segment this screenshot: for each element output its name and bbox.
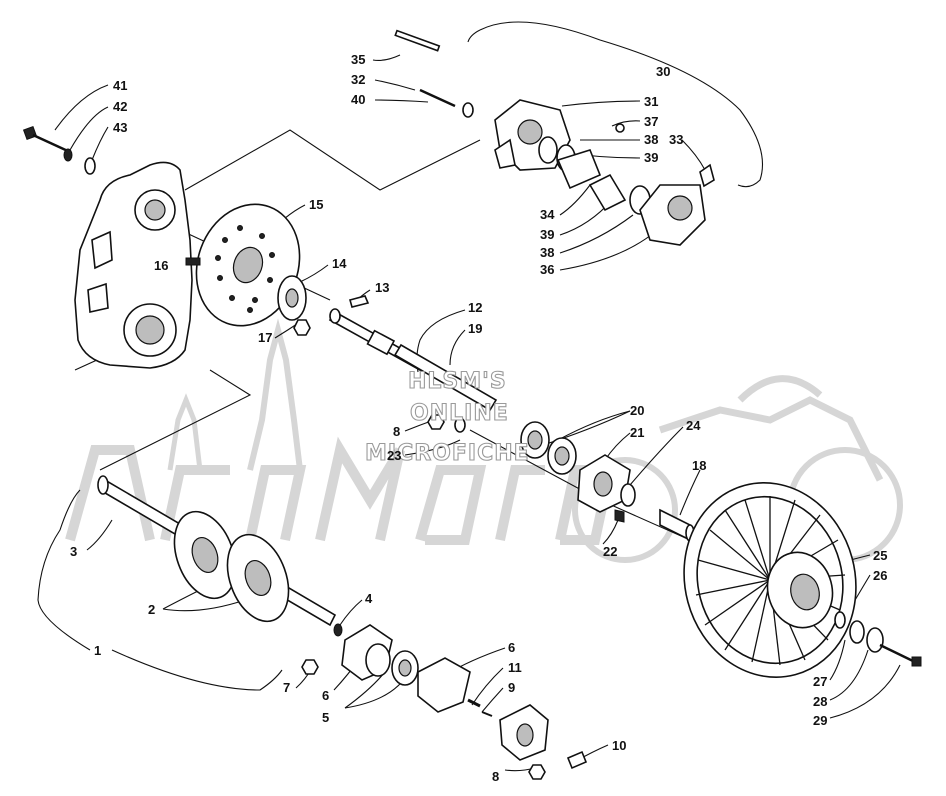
callout-15: 15 bbox=[309, 197, 323, 212]
callout-8b: 8 bbox=[492, 769, 499, 784]
callout-35: 35 bbox=[351, 52, 365, 67]
callout-17: 17 bbox=[258, 330, 272, 345]
callout-38a: 38 bbox=[644, 132, 658, 147]
callout-12: 12 bbox=[468, 300, 482, 315]
callout-6a: 6 bbox=[508, 640, 515, 655]
callout-16: 16 bbox=[154, 258, 168, 273]
pin-9 bbox=[481, 711, 493, 717]
key-13 bbox=[349, 295, 370, 308]
callout-28: 28 bbox=[813, 694, 827, 709]
nut-8a bbox=[427, 414, 445, 430]
nut-7 bbox=[301, 659, 319, 675]
callout-19: 19 bbox=[468, 321, 482, 336]
sprocket-2b bbox=[226, 533, 290, 623]
callout-5: 5 bbox=[322, 710, 329, 725]
watermark-text: HLSM'S ONLINE MICROFICHE bbox=[364, 368, 530, 466]
callout-30: 30 bbox=[656, 64, 670, 79]
nut-17 bbox=[293, 319, 311, 336]
callout-22: 22 bbox=[603, 544, 617, 559]
callout-23: 23 bbox=[387, 448, 401, 463]
driven-pulley bbox=[683, 482, 857, 678]
callout-21: 21 bbox=[630, 425, 644, 440]
washer-28 bbox=[866, 627, 884, 653]
callout-3: 3 bbox=[70, 544, 77, 559]
callout-27: 27 bbox=[813, 674, 827, 689]
callout-33: 33 bbox=[669, 132, 683, 147]
callout-13: 13 bbox=[375, 280, 389, 295]
callout-11: 11 bbox=[508, 660, 522, 675]
watermark-line-3: MICROFICHE bbox=[365, 441, 530, 466]
callout-6b: 6 bbox=[322, 688, 329, 703]
callout-34: 34 bbox=[540, 207, 555, 222]
callout-14: 14 bbox=[332, 256, 347, 271]
hub-14 bbox=[277, 275, 307, 321]
washer-43 bbox=[84, 157, 96, 175]
callout-18: 18 bbox=[692, 458, 706, 473]
bolt-16 bbox=[185, 257, 201, 266]
bearing-5a bbox=[365, 643, 391, 677]
washer-24 bbox=[620, 483, 636, 507]
callout-10: 10 bbox=[612, 738, 626, 753]
callout-25: 25 bbox=[873, 548, 887, 563]
callout-42: 42 bbox=[113, 99, 127, 114]
callout-20: 20 bbox=[630, 403, 644, 418]
callout-36: 36 bbox=[540, 262, 554, 277]
fitting-10 bbox=[566, 750, 588, 770]
callout-1: 1 bbox=[94, 643, 101, 658]
callout-29: 29 bbox=[813, 713, 827, 728]
callouts: 35 32 40 30 41 42 43 31 37 38 39 33 34 3… bbox=[70, 52, 887, 784]
callout-40: 40 bbox=[351, 92, 365, 107]
callout-32: 32 bbox=[351, 72, 365, 87]
pin-11 bbox=[467, 698, 481, 708]
chaincase-housing bbox=[74, 161, 193, 369]
callout-39a: 39 bbox=[644, 150, 658, 165]
nut-8b bbox=[528, 764, 546, 780]
callout-7: 7 bbox=[283, 680, 290, 695]
bearing-20 bbox=[520, 421, 577, 475]
bolt-41 bbox=[22, 125, 71, 154]
brake-caliper bbox=[394, 29, 715, 246]
callout-4: 4 bbox=[365, 591, 373, 606]
callout-43: 43 bbox=[113, 120, 127, 135]
brake-disc bbox=[195, 203, 301, 327]
watermark-line-1: HLSM'S bbox=[408, 369, 507, 394]
washer-23 bbox=[454, 417, 466, 433]
callout-39b: 39 bbox=[540, 227, 554, 242]
bolt-29 bbox=[879, 643, 922, 667]
callout-2: 2 bbox=[148, 602, 155, 617]
flange-6b bbox=[417, 657, 471, 713]
callout-31: 31 bbox=[644, 94, 658, 109]
callout-37: 37 bbox=[644, 114, 658, 129]
watermark-line-2: ONLINE bbox=[410, 401, 509, 426]
callout-8a: 8 bbox=[393, 424, 400, 439]
washer-27 bbox=[849, 620, 865, 644]
screw-22 bbox=[614, 509, 625, 523]
washer-42 bbox=[63, 148, 73, 162]
callout-41: 41 bbox=[113, 78, 127, 93]
washer-26 bbox=[834, 611, 846, 629]
seal-4 bbox=[333, 623, 343, 637]
tube-19 bbox=[393, 343, 498, 412]
callout-9: 9 bbox=[508, 680, 515, 695]
callout-24: 24 bbox=[686, 418, 701, 433]
callout-26: 26 bbox=[873, 568, 887, 583]
callout-38b: 38 bbox=[540, 245, 554, 260]
